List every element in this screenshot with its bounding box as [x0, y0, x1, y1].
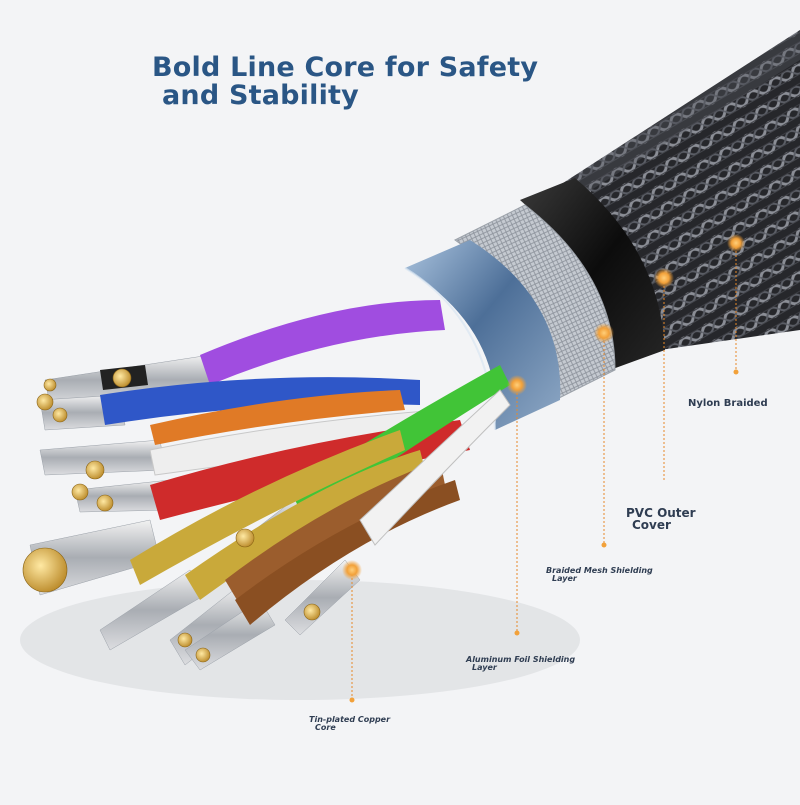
label-nylon-braided: Nylon Braided: [688, 398, 768, 409]
callout-dot: [594, 323, 614, 343]
pvc-jacket: [520, 178, 665, 370]
label-aluminum-foil-shielding: Aluminum Foil Shielding Layer: [466, 656, 575, 672]
label-text: Nylon Braided: [688, 398, 768, 409]
headline-line-2: and Stability: [162, 80, 359, 111]
headline: Bold Line Core for Safety and Stability: [152, 54, 538, 110]
label-tin-plated-copper-core: Tin-plated Copper Core: [309, 716, 390, 732]
callout-dot: [342, 560, 362, 580]
label-pvc-outer-cover: PVC Outer Cover: [626, 507, 696, 531]
label-text: PVC Outer: [626, 506, 696, 520]
label-text: Braided Mesh Shielding: [546, 566, 653, 575]
callout-dot: [507, 375, 527, 395]
label-text: Layer: [552, 574, 577, 583]
label-text: Cover: [632, 518, 671, 532]
headline-line-1: Bold Line Core for Safety: [152, 52, 539, 83]
label-text: Aluminum Foil Shielding: [466, 655, 576, 664]
callouts: [342, 234, 745, 703]
label-text: Tin-plated Copper: [309, 715, 391, 724]
callout-dot: [727, 234, 745, 252]
label-text: Layer: [472, 663, 497, 672]
inner-wires: [22, 300, 511, 671]
callout-dot: [654, 268, 674, 288]
label-braided-mesh-shielding: Braided Mesh Shielding Layer: [546, 567, 653, 583]
label-text: Core: [315, 723, 336, 732]
